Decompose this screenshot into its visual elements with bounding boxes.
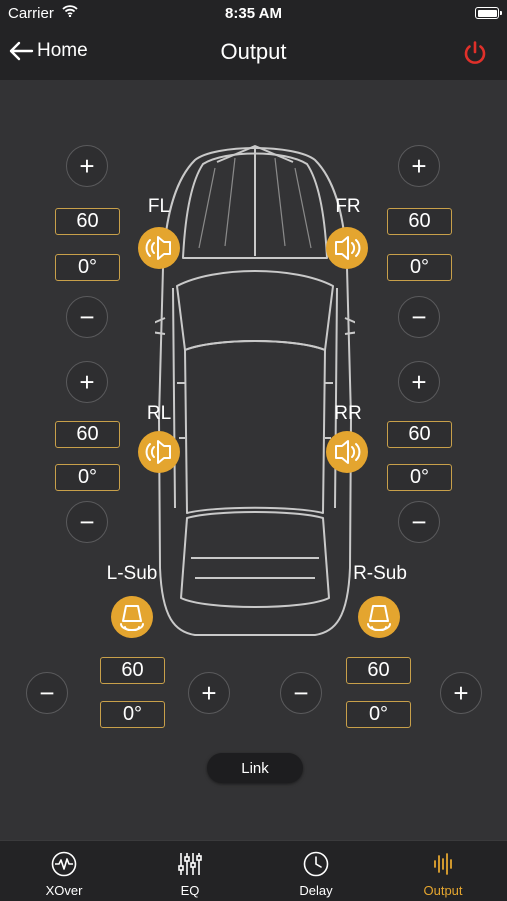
tab-eq[interactable]: EQ — [127, 841, 253, 901]
lsub-plus-button[interactable]: + — [188, 672, 230, 714]
speaker-right-icon — [335, 236, 361, 260]
tab-output[interactable]: Output — [380, 841, 506, 901]
fr-phase-field[interactable]: 0° — [387, 254, 452, 281]
tab-xover[interactable]: XOver — [1, 841, 127, 901]
subwoofer-icon — [120, 605, 144, 631]
car-top-view-image — [155, 145, 355, 636]
fr-label: FR — [335, 196, 361, 217]
fr-plus-button[interactable]: + — [398, 145, 440, 187]
rsub-plus-button[interactable]: + — [440, 672, 482, 714]
navigation-bar: Home Output — [0, 28, 507, 80]
lsub-phase-field[interactable]: 0° — [100, 701, 165, 728]
rl-phase-field[interactable]: 0° — [55, 464, 120, 491]
rr-speaker-button[interactable] — [326, 431, 368, 473]
rl-value-field[interactable]: 60 — [55, 421, 120, 448]
rsub-phase-field[interactable]: 0° — [346, 701, 411, 728]
rsub-minus-button[interactable]: − — [280, 672, 322, 714]
lsub-speaker-button[interactable] — [111, 596, 153, 638]
arrow-left-icon — [9, 41, 34, 61]
carrier-label: Carrier — [8, 5, 54, 22]
sliders-icon — [178, 853, 202, 875]
rsub-speaker-button[interactable] — [358, 596, 400, 638]
fr-value-field[interactable]: 60 — [387, 208, 452, 235]
rr-phase-field[interactable]: 0° — [387, 464, 452, 491]
waveform-circle-icon — [51, 851, 77, 877]
lsub-minus-button[interactable]: − — [26, 672, 68, 714]
subwoofer-icon — [367, 605, 391, 631]
rr-plus-button[interactable]: + — [398, 361, 440, 403]
tab-delay[interactable]: Delay — [253, 841, 379, 901]
power-icon[interactable] — [461, 39, 489, 67]
status-time: 8:35 AM — [225, 5, 282, 22]
rl-speaker-button[interactable] — [138, 431, 180, 473]
rr-label: RR — [334, 403, 362, 424]
rsub-label: R-Sub — [353, 563, 407, 584]
rl-plus-button[interactable]: + — [66, 361, 108, 403]
back-button[interactable]: Home — [8, 40, 88, 62]
speaker-left-icon — [145, 236, 171, 260]
rl-minus-button[interactable]: − — [66, 501, 108, 543]
battery-icon — [475, 7, 502, 19]
rr-minus-button[interactable]: − — [398, 501, 440, 543]
tab-xover-label: XOver — [45, 883, 83, 898]
fr-speaker-button[interactable] — [326, 227, 368, 269]
fl-speaker-button[interactable] — [138, 227, 180, 269]
back-label: Home — [37, 40, 88, 61]
tab-eq-label: EQ — [180, 883, 200, 898]
status-bar: Carrier 8:35 AM — [0, 0, 507, 28]
rsub-value-field[interactable]: 60 — [346, 657, 411, 684]
wifi-icon — [62, 5, 78, 17]
clock-icon — [303, 851, 329, 877]
tab-output-label: Output — [423, 883, 463, 898]
rr-value-field[interactable]: 60 — [387, 421, 452, 448]
audio-bars-icon — [434, 853, 452, 875]
speaker-right-icon — [335, 440, 361, 464]
tab-delay-label: Delay — [299, 883, 333, 898]
speaker-left-icon — [145, 440, 171, 464]
link-button[interactable]: Link — [207, 753, 303, 783]
fl-phase-field[interactable]: 0° — [55, 254, 120, 281]
rl-label: RL — [146, 403, 172, 424]
fl-label: FL — [147, 196, 171, 217]
lsub-label: L-Sub — [106, 563, 158, 584]
fl-value-field[interactable]: 60 — [55, 208, 120, 235]
fl-plus-button[interactable]: + — [66, 145, 108, 187]
fl-minus-button[interactable]: − — [66, 296, 108, 338]
fr-minus-button[interactable]: − — [398, 296, 440, 338]
tab-bar: XOver EQ Delay Output — [0, 840, 507, 901]
lsub-value-field[interactable]: 60 — [100, 657, 165, 684]
